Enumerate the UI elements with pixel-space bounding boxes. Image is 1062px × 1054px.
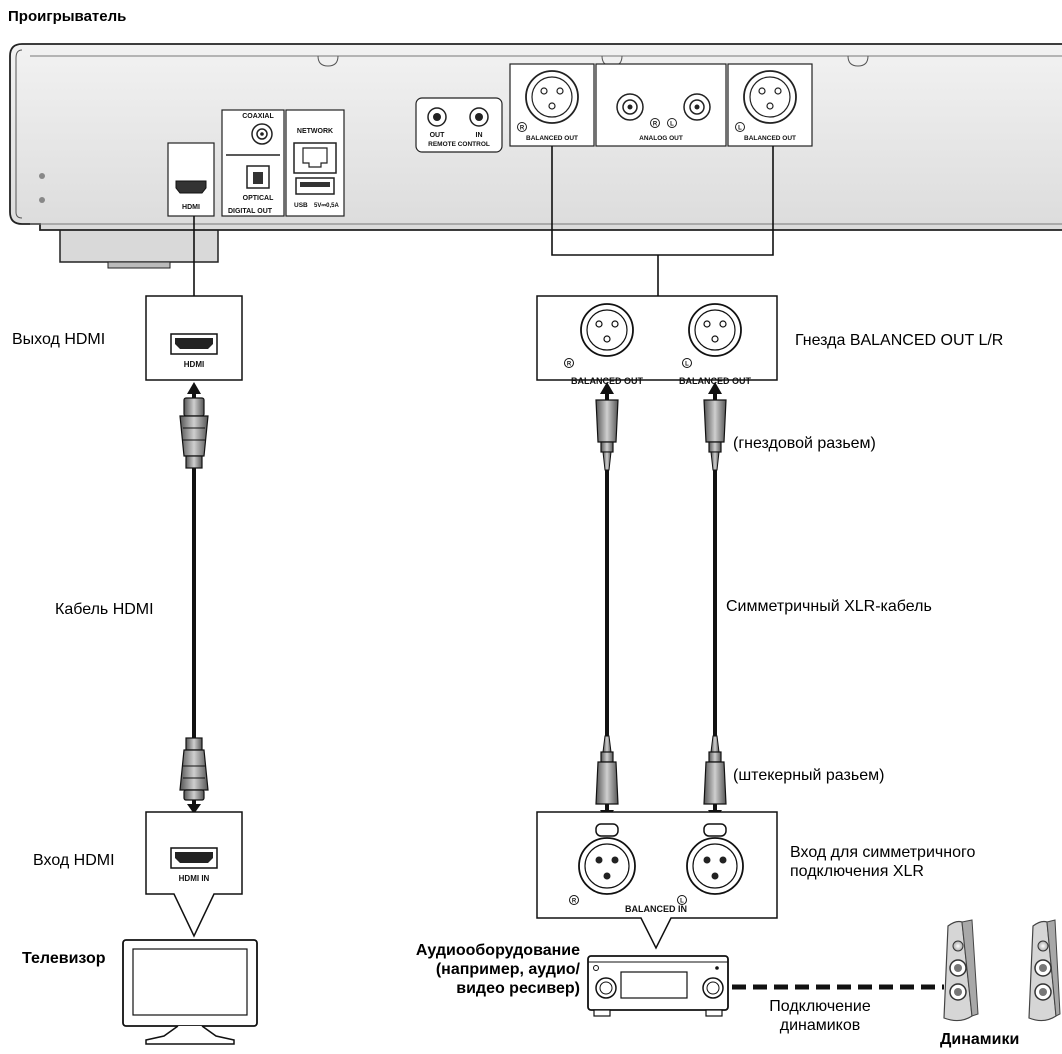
box-l-mark-1: L — [685, 362, 689, 368]
diagram-title: Проигрыватель — [8, 8, 127, 25]
panel-coaxial-text: COAXIAL — [242, 113, 274, 120]
speaker-left-icon — [943, 919, 979, 1022]
panel-digital-out: COAXIAL OPTICAL DIGITAL OUT — [221, 109, 285, 217]
panel-out-text: OUT — [430, 132, 446, 139]
balanced-in-box: R L BALANCED IN — [536, 811, 778, 950]
label-balanced-jacks: Гнезда BALANCED OUT L/R — [795, 332, 1004, 349]
balanced-out-box: R L BALANCED OUT BALANCED OUT — [536, 295, 778, 386]
hdmi-out-box: HDMI — [145, 295, 243, 381]
player-rear-panel: HDMI COAXIAL OPTICAL DIGITAL OUT NETWORK… — [9, 43, 1062, 269]
panel-analog-out-text: ANALOG OUT — [639, 135, 683, 142]
label-audio-equipment-line3: видео ресивер) — [456, 980, 580, 997]
label-speaker-connection-line2: динамиков — [779, 1017, 861, 1034]
label-female-connector: (гнездовой разьем) — [733, 435, 876, 452]
panel-in-text: IN — [476, 132, 483, 139]
panel-hdmi-text: HDMI — [182, 204, 200, 211]
panel-digital-out-text: DIGITAL OUT — [228, 208, 273, 215]
hdmi-out-box-text: HDMI — [184, 360, 204, 369]
hdmi-cable — [179, 382, 209, 814]
label-hdmi-cable: Кабель HDMI — [55, 601, 154, 618]
panel-l-mark-2: L — [738, 126, 742, 132]
hdmi-in-box: HDMI IN — [145, 811, 243, 938]
hdmi-in-box-text: HDMI IN — [179, 874, 210, 883]
label-speakers: Динамики — [940, 1031, 1020, 1048]
box-r-mark-1: R — [567, 362, 572, 368]
connector-lines — [193, 146, 774, 296]
panel-balanced-out-l-text: BALANCED OUT — [744, 135, 796, 142]
panel-usb-text: USB — [294, 202, 308, 209]
xlr-cable-r — [595, 382, 619, 820]
label-male-connector: (штекерный разьем) — [733, 767, 885, 784]
panel-hdmi-port: HDMI — [167, 142, 215, 217]
balanced-out-box-right-text: BALANCED OUT — [679, 376, 751, 386]
label-balanced-input-line1: Вход для симметричного — [790, 844, 976, 861]
panel-balanced-out-l: L BALANCED OUT — [727, 63, 813, 147]
label-hdmi-output: Выход HDMI — [12, 331, 106, 348]
panel-usb-spec-text: 5V⎓0,5A — [314, 203, 339, 209]
label-audio-equipment-line2: (например, аудио/ — [435, 961, 580, 978]
label-hdmi-input: Вход HDMI — [33, 852, 115, 869]
panel-balanced-out-r-text: BALANCED OUT — [526, 135, 578, 142]
hdmi-up-arrow-icon — [187, 382, 201, 394]
tv-icon — [122, 939, 258, 1045]
label-tv: Телевизор — [22, 950, 106, 967]
panel-network-usb: NETWORK USB 5V⎓0,5A — [285, 109, 345, 217]
label-balanced-input: Вход для симметричного подключения XLR — [790, 843, 975, 881]
speaker-right-icon — [1028, 919, 1061, 1022]
panel-analog-out: R L ANALOG OUT — [595, 63, 727, 147]
label-audio-equipment-line1: Аудиооборудование — [415, 942, 580, 959]
label-audio-equipment: Аудиооборудование (например, аудио/ виде… — [380, 941, 580, 998]
panel-r-mark-1: R — [520, 126, 525, 132]
panel-remote-control: OUT IN REMOTE CONTROL — [415, 97, 503, 153]
hdmi-down-arrow-icon — [187, 804, 201, 814]
xlr-cable-l — [703, 382, 727, 820]
xlr-r-up-arrow-icon — [600, 382, 614, 394]
panel-network-text: NETWORK — [297, 128, 333, 135]
panel-remote-text: REMOTE CONTROL — [428, 141, 490, 148]
panel-balanced-out-r: R BALANCED OUT — [509, 63, 595, 147]
balanced-in-box-text: BALANCED IN — [625, 904, 687, 914]
xlr-l-up-arrow-icon — [708, 382, 722, 394]
av-receiver-icon — [587, 955, 729, 1017]
panel-l-mark-1: L — [670, 122, 674, 128]
panel-r-mark-2: R — [653, 122, 658, 128]
box-l-mark-2: L — [680, 899, 684, 905]
panel-optical-text: OPTICAL — [243, 195, 274, 202]
label-speaker-connection: Подключение динамиков — [760, 997, 880, 1035]
label-balanced-input-line2: подключения XLR — [790, 863, 924, 880]
box-r-mark-2: R — [572, 899, 577, 905]
label-xlr-cable: Симметричный XLR-кабель — [726, 598, 932, 615]
balanced-out-box-left-text: BALANCED OUT — [571, 376, 643, 386]
label-speaker-connection-line1: Подключение — [769, 998, 871, 1015]
